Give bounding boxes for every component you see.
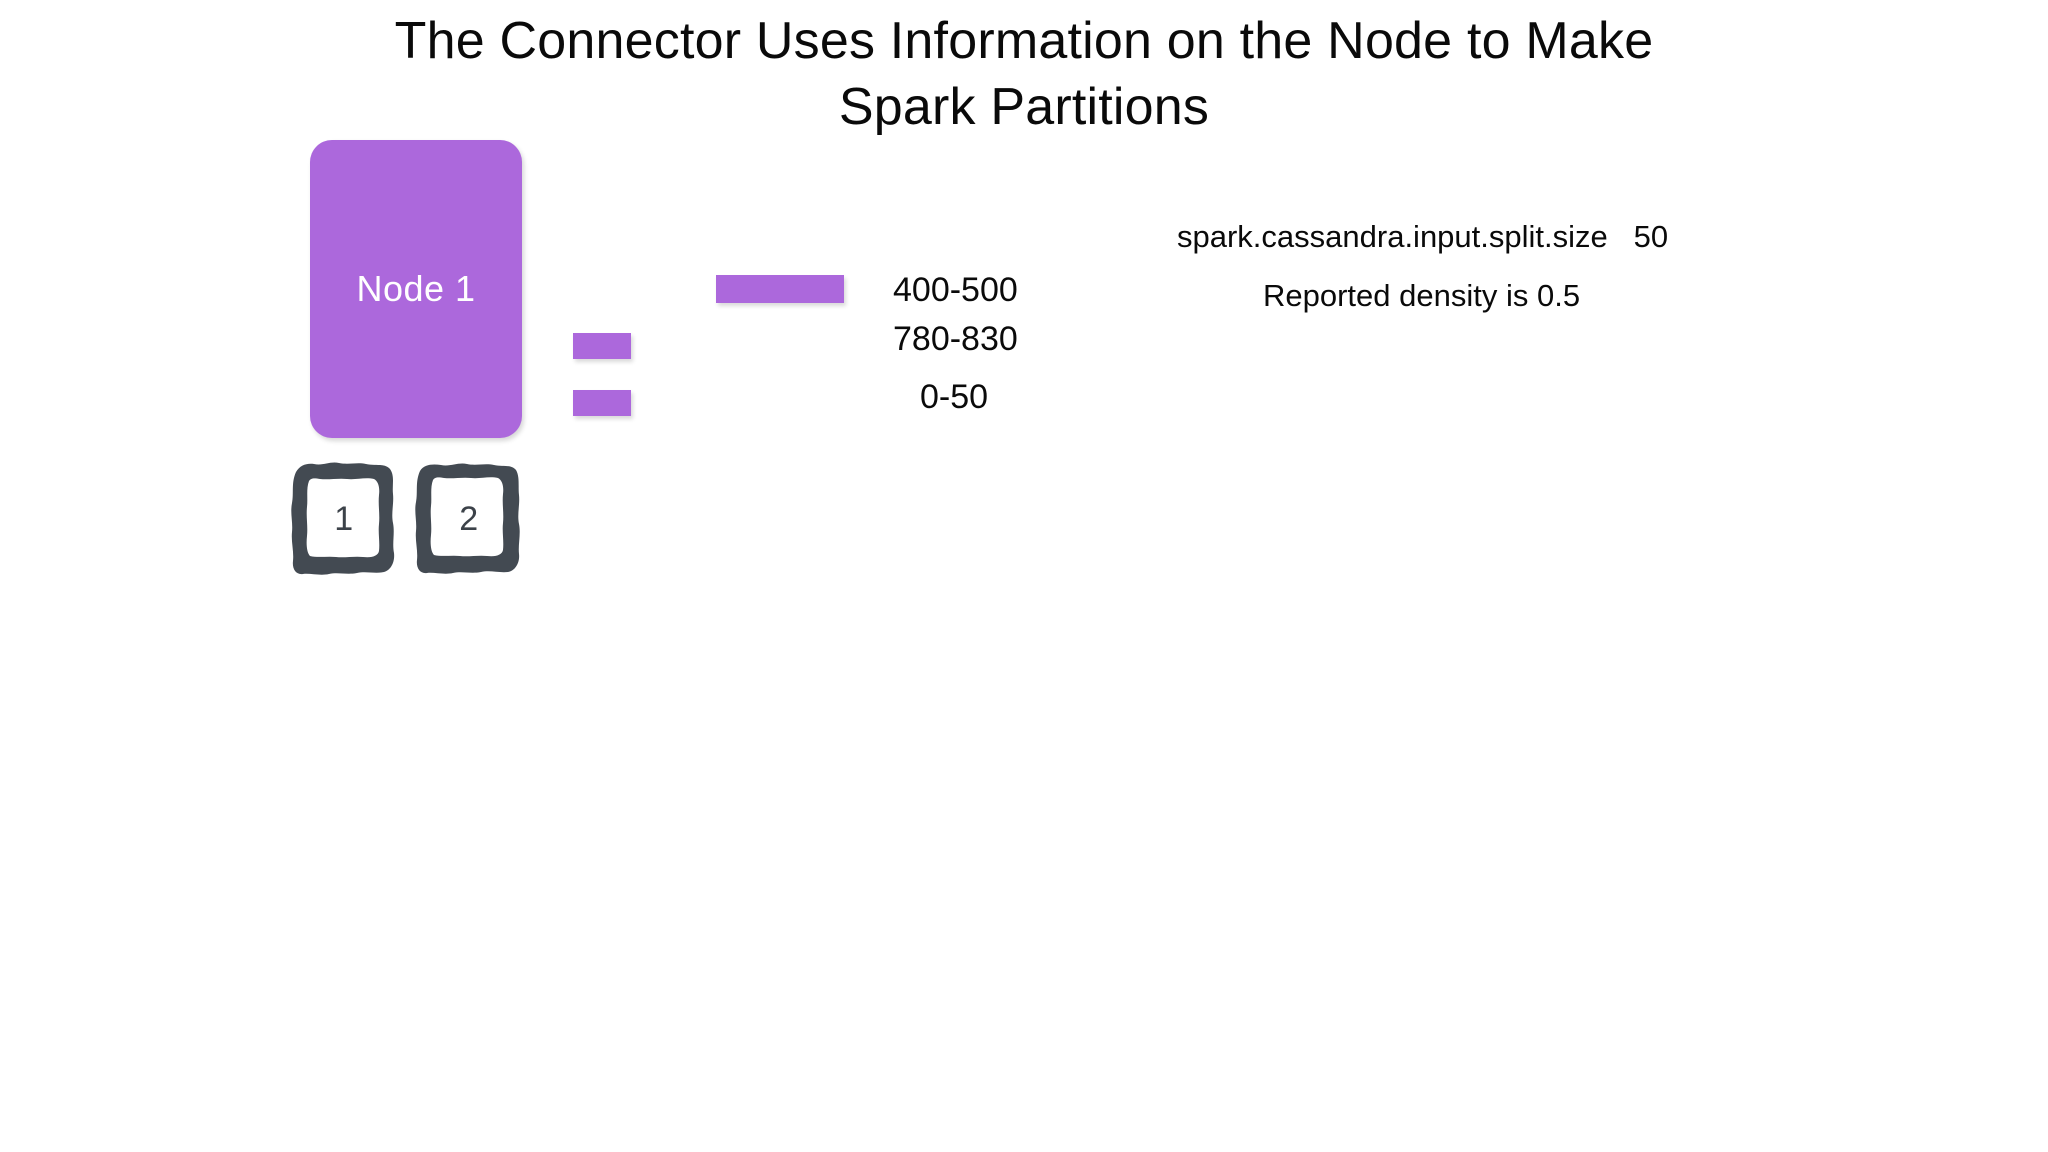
token-range-bar-1 [573,333,631,359]
partition-square-1: 1 [287,458,401,580]
partition-square-label: 1 [334,500,354,538]
partition-square-2: 2 [412,458,526,580]
token-range-bar-2 [573,390,631,416]
token-range-label-0: 400-500 [893,271,1018,309]
page-title: The Connector Uses Information on the No… [394,12,1654,136]
node-box: Node 1 [310,140,522,438]
hand-drawn-square-icon [415,463,520,574]
reported-density-text: Reported density is 0.5 [1263,278,1581,313]
hand-drawn-square-icon [291,462,395,575]
token-range-label-2: 0-50 [919,378,989,416]
node-box-label: Node 1 [356,268,476,309]
partition-square-label: 2 [459,500,479,538]
split-size-setting-text: spark.cassandra.input.split.size 50 [1177,219,1669,254]
token-range-bar-0 [716,275,844,303]
token-range-label-1: 780-830 [893,320,1018,358]
